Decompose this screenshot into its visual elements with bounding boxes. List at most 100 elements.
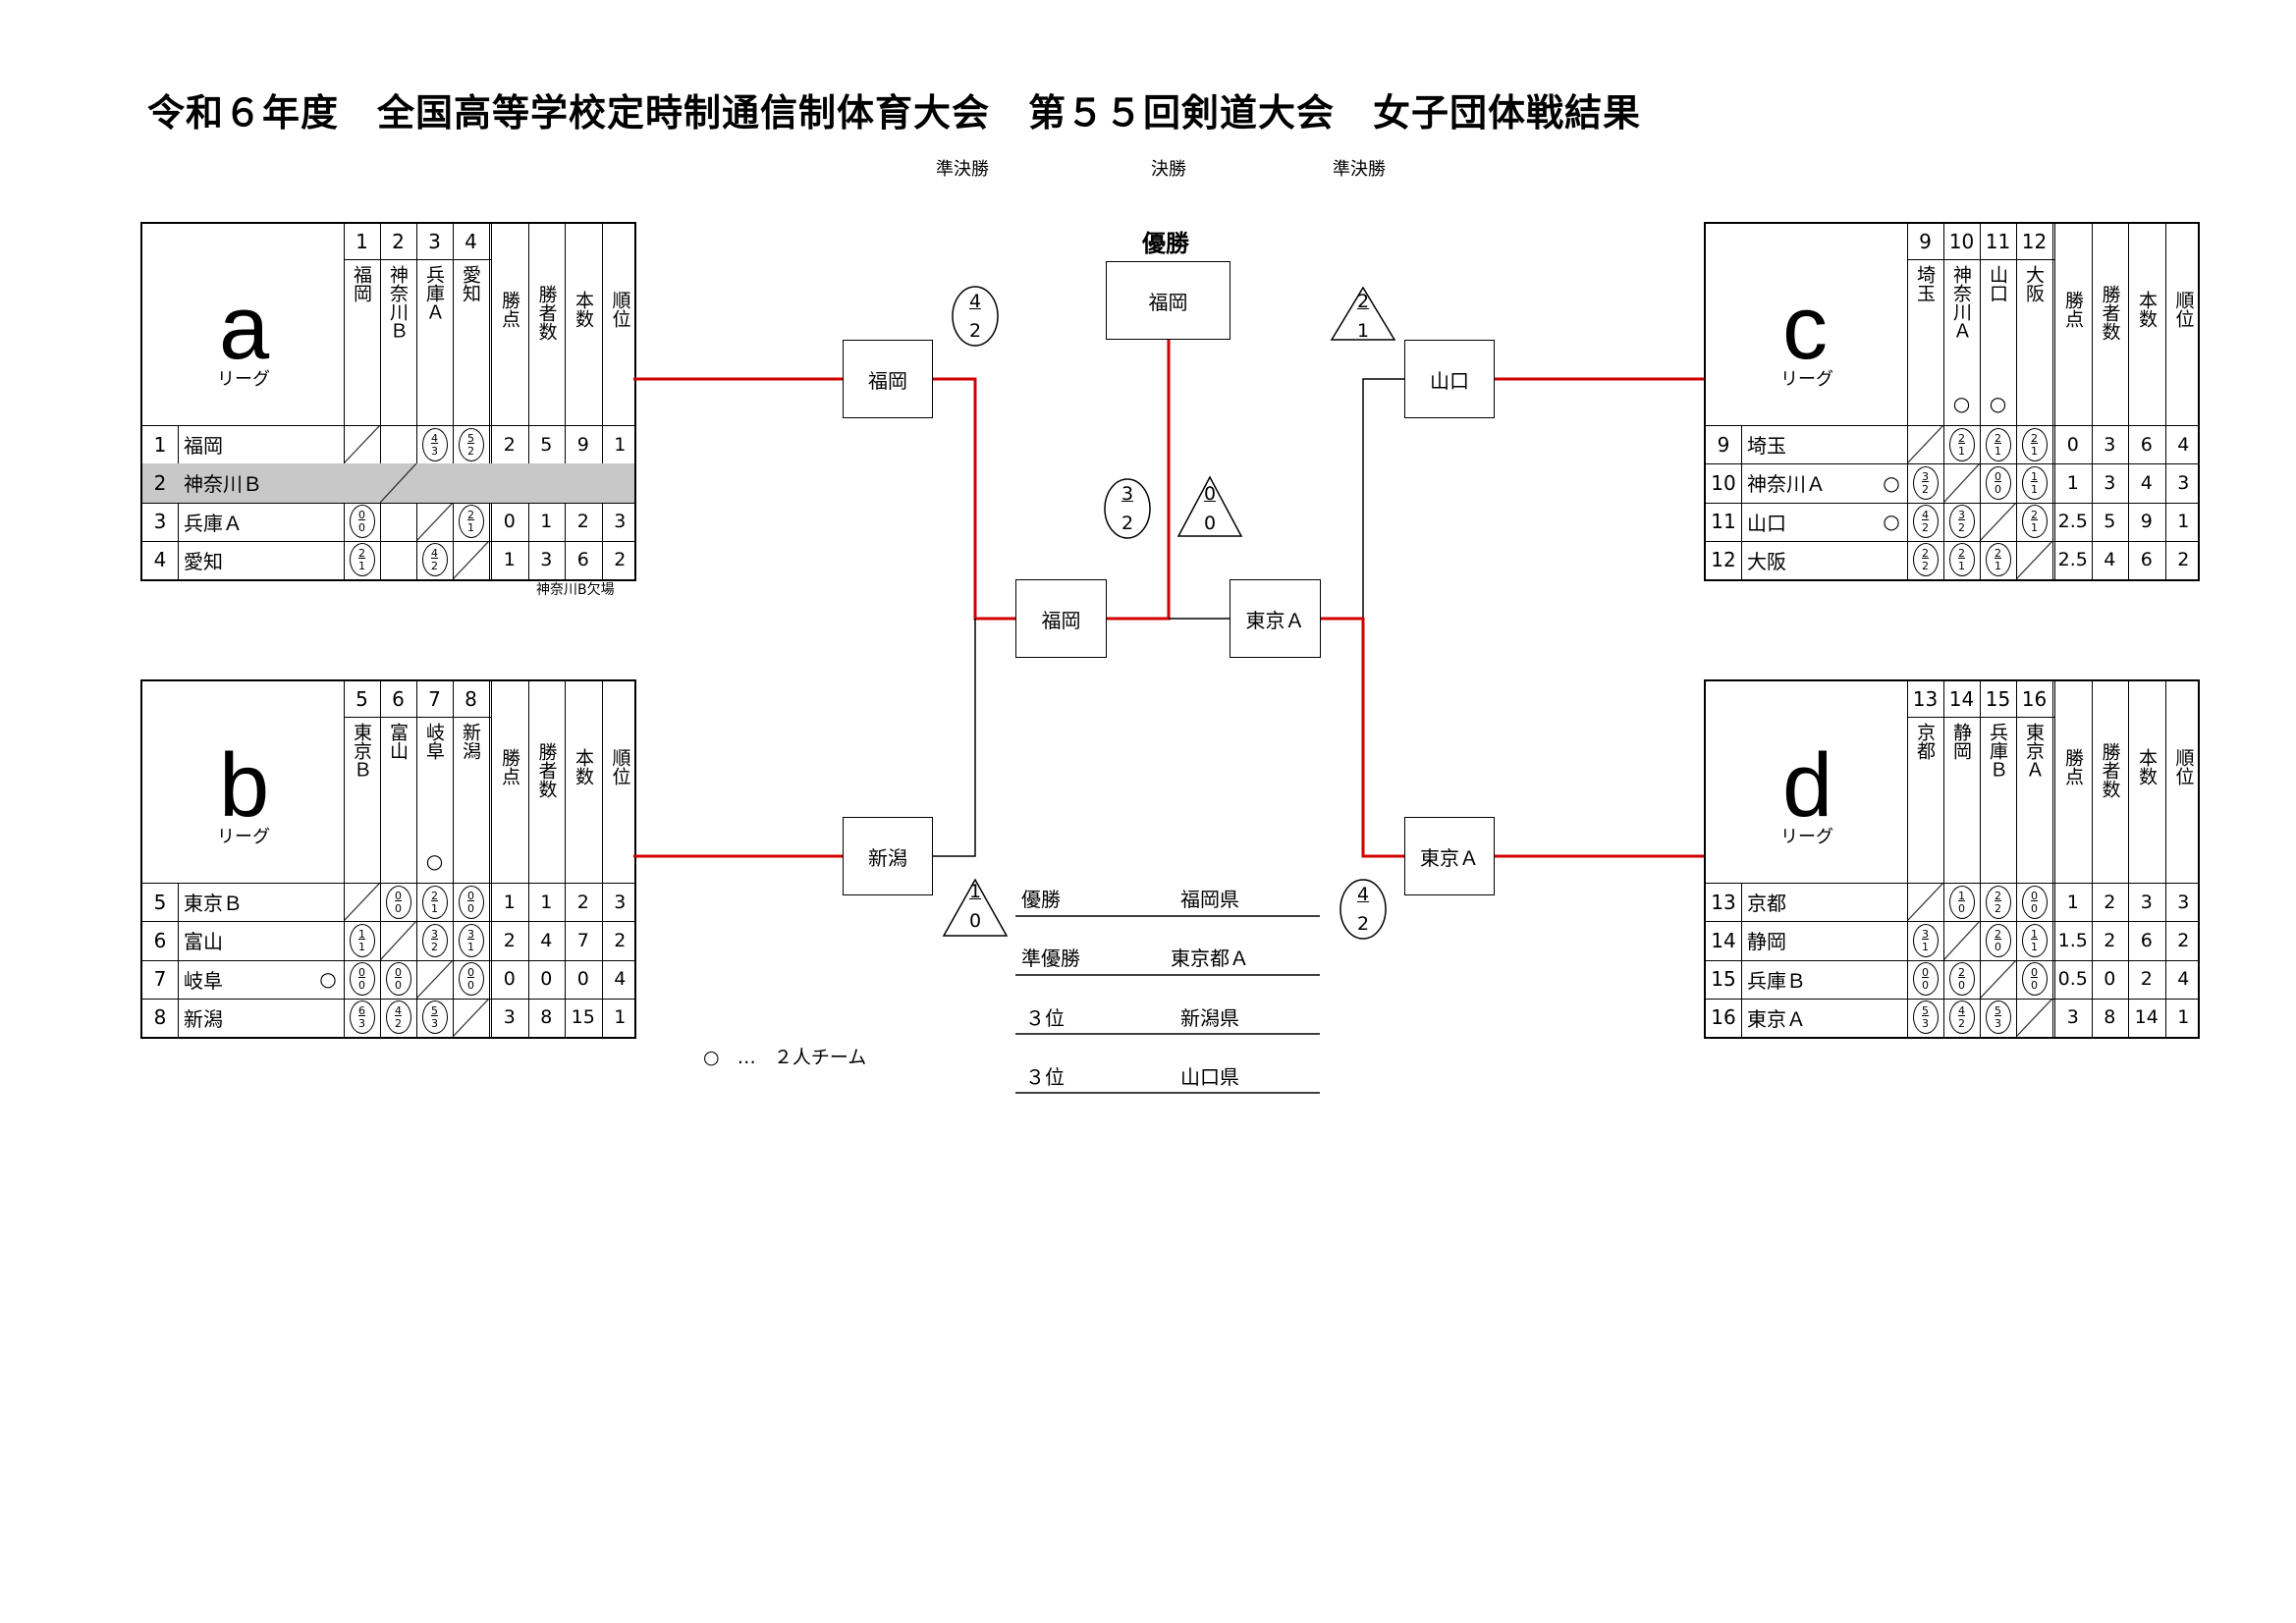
row-stat: 6 <box>2140 549 2153 571</box>
league-label: リーグ <box>217 369 270 390</box>
line-semi-right-loser <box>1321 378 1404 620</box>
row-stat: 6 <box>576 549 589 571</box>
table-divider <box>565 224 566 579</box>
match-score-top: 5 <box>431 1004 438 1018</box>
row-number: 9 <box>1717 432 1730 457</box>
row-number: 5 <box>153 890 167 914</box>
row-stat: 4 <box>2140 471 2153 494</box>
table-divider <box>601 224 603 579</box>
match-score-bottom: 3 <box>1922 1017 1929 1031</box>
row-stat: 5 <box>2104 511 2116 533</box>
team-number-header: 3 <box>428 230 441 253</box>
table-divider <box>453 681 454 1037</box>
match-score-top: 0 <box>395 889 402 902</box>
semi-left-top-box: 福岡 <box>843 340 933 418</box>
match-score-top: 3 <box>1958 509 1965 522</box>
row-number: 2 <box>153 470 167 495</box>
row-stat: 1.5 <box>2057 929 2088 951</box>
table-divider <box>489 224 490 579</box>
row-number: 13 <box>1711 890 1736 914</box>
match-score-bottom: 3 <box>431 444 438 458</box>
match-score-bottom: 0 <box>2031 979 2038 993</box>
row-number: 8 <box>153 1005 167 1030</box>
table-divider <box>2128 681 2129 1037</box>
match-score-bottom: 1 <box>1995 560 2001 573</box>
match-score-bottom: 2 <box>1995 901 2001 915</box>
stat-header: 勝点 <box>499 748 520 785</box>
stat-header: 順位 <box>2172 748 2195 785</box>
match-score-bottom: 3 <box>358 1017 365 1031</box>
match-score-top: 2 <box>2031 509 2038 522</box>
league-letter: b <box>219 735 270 836</box>
team-name-header: 東京Ａ <box>2023 723 2045 779</box>
stat-header: 順位 <box>609 748 631 785</box>
match-score-top: 2 <box>1922 547 1929 561</box>
row-stat: 1 <box>2066 891 2079 913</box>
league-label: リーグ <box>1780 369 1833 390</box>
match-score-bottom: 2 <box>467 444 474 458</box>
team-name-header: 新潟 <box>460 723 481 760</box>
legend-text: ２人チーム <box>773 1047 867 1068</box>
match-score-bottom: 1 <box>2031 444 2038 458</box>
final-left-box: 福岡 <box>1015 579 1107 658</box>
match-score-top: 3 <box>1922 469 1929 483</box>
match-score-bottom: 1 <box>2031 482 2038 496</box>
score-circle-left-semi-a <box>952 286 999 347</box>
table-divider <box>1980 681 1981 1037</box>
self-match-diagonal <box>416 502 453 541</box>
score-triangle-right-semi-a <box>1330 286 1396 341</box>
row-team-name: 静岡 <box>1747 930 1786 954</box>
team-number-header: 16 <box>2021 687 2048 711</box>
self-match-diagonal <box>1943 921 1980 960</box>
table-divider <box>2164 681 2166 1037</box>
row-number: 3 <box>153 510 167 534</box>
score-triangle-final-right <box>1176 475 1243 537</box>
match-score-bottom: 0 <box>395 979 402 993</box>
self-match-diagonal <box>453 540 489 579</box>
team-name-header: 静岡 <box>1950 723 1972 760</box>
match-score-top: 4 <box>431 547 438 561</box>
row-stat: 2 <box>2104 929 2116 951</box>
row-stat: 15 <box>571 1006 595 1029</box>
table-divider <box>1943 681 1944 1037</box>
match-score-top: 4 <box>1958 1004 1965 1018</box>
row-stat: 5 <box>540 433 553 456</box>
stat-header: 勝点 <box>499 291 520 328</box>
row-stat: 3 <box>2177 471 2190 494</box>
team-number-header: 14 <box>1948 687 1975 711</box>
row-stat: 1 <box>2177 1006 2190 1029</box>
match-score-bottom: 0 <box>358 521 365 535</box>
table-divider <box>1706 502 2198 504</box>
row-stat <box>565 463 602 502</box>
match-score-top: 5 <box>1995 1004 2001 1018</box>
stat-header: 本数 <box>2136 291 2158 328</box>
champion-box: 福岡 <box>1106 261 1230 340</box>
